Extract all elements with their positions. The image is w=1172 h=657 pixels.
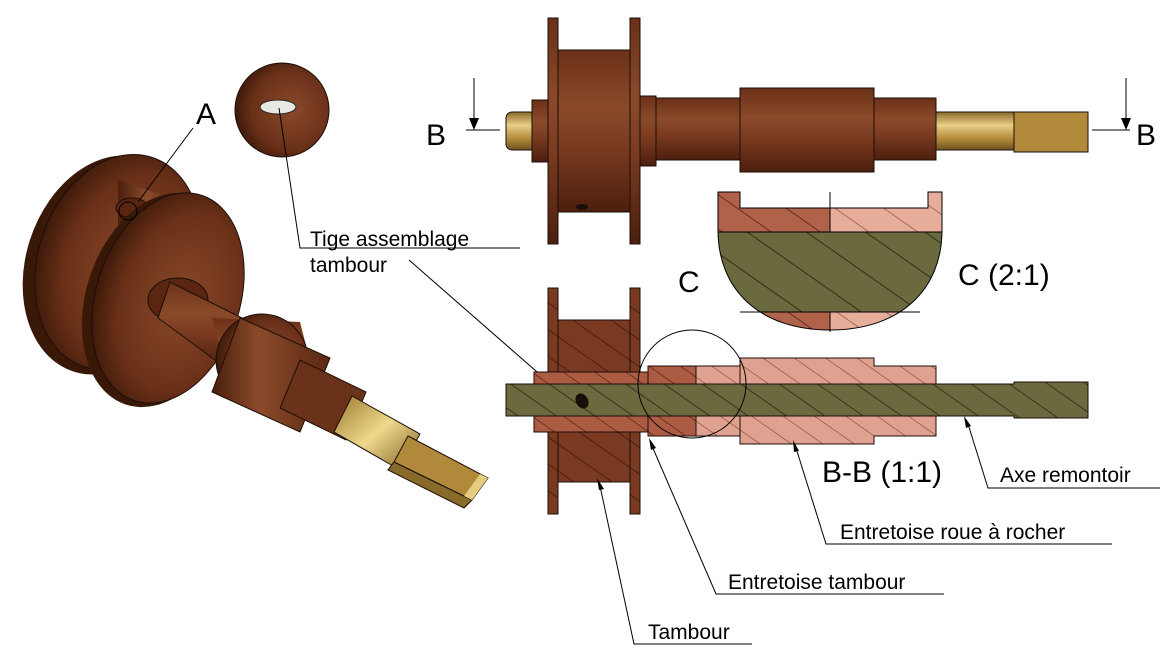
entretoise-tambour-leader <box>651 445 944 595</box>
detail-c-title: C (2:1) <box>958 259 1050 292</box>
callout-entretoise-tambour: Entretoise tambour <box>649 438 944 595</box>
section-mark-left: B <box>426 119 446 152</box>
axe-label: Axe remontoir <box>1000 464 1131 487</box>
pin-marker <box>575 393 589 409</box>
detail-a-marker <box>118 201 138 221</box>
axe-leader <box>967 423 1160 489</box>
tambour-leader <box>599 485 752 645</box>
detail-a-label: A <box>196 98 216 131</box>
tige-label-line2: tambour <box>310 254 387 277</box>
tambour-label: Tambour <box>648 621 730 644</box>
entretoise-roue-label: Entretoise roue à rocher <box>840 521 1065 544</box>
tige-leader-upper <box>278 107 520 249</box>
entretoise-tambour-label: Entretoise tambour <box>728 571 905 594</box>
detail-c-label: C <box>678 266 700 299</box>
section-title: B-B (1:1) <box>822 456 942 489</box>
callout-axe: Axe remontoir <box>964 416 1160 489</box>
section-mark-right: B <box>1136 119 1156 152</box>
tige-leader-lower <box>408 259 561 393</box>
isometric-view <box>22 154 489 509</box>
side-view: B B <box>426 17 1156 245</box>
detail-c-circle <box>637 329 747 439</box>
callout-tambour: Tambour <box>597 478 752 645</box>
detail-a-leader <box>137 127 194 203</box>
entretoise-roue-leader <box>795 447 1112 545</box>
section-view: C B-B (1:1) <box>505 266 1089 515</box>
detail-a: A <box>118 62 330 221</box>
callout-tige: Tige assemblage tambour <box>278 107 561 393</box>
tige-label-line1: Tige assemblage <box>310 228 469 251</box>
detail-c-view: C (2:1) <box>717 190 1050 332</box>
callout-entretoise-roue: Entretoise roue à rocher <box>793 440 1112 545</box>
pin-hole-icon <box>259 99 297 115</box>
